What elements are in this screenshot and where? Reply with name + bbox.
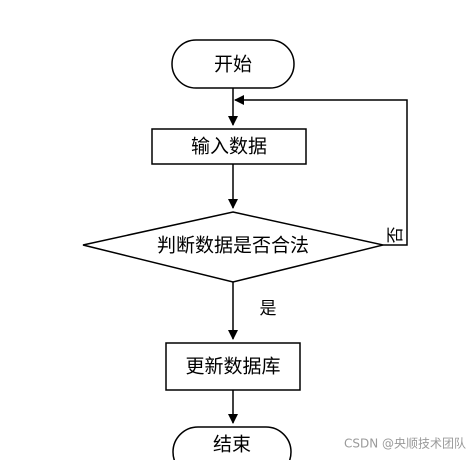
start-node: 开始 [171, 39, 295, 89]
edge-yes-label: 是 [260, 299, 277, 319]
watermark-text: CSDN @央顺技术团队 [344, 436, 466, 451]
start-node-label: 开始 [214, 54, 252, 76]
check-node-label: 判断数据是否合法 [157, 235, 309, 257]
input-node: 输入数据 [151, 128, 307, 165]
end-node: 结束 [172, 426, 292, 460]
edge-check-to-input-loop [234, 95, 408, 246]
update-node: 更新数据库 [165, 342, 301, 391]
edge-no-label: 否 [386, 227, 406, 244]
input-node-shape [151, 128, 307, 165]
check-node: 判断数据是否合法 [82, 211, 384, 283]
end-node-shape [172, 426, 292, 460]
update-node-label: 更新数据库 [185, 356, 280, 378]
end-node-label: 结束 [213, 434, 251, 456]
input-node-label: 输入数据 [191, 136, 267, 158]
